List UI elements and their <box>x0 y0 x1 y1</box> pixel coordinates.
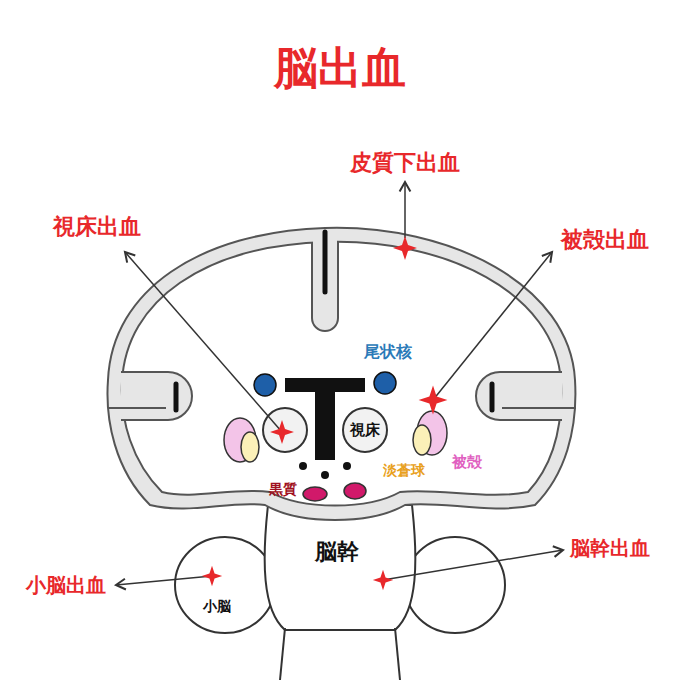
caudate-nucleus <box>374 372 396 394</box>
leader-arrow <box>404 182 406 238</box>
leader-arrow <box>125 252 282 432</box>
title: 脳出血 <box>274 44 406 92</box>
hemorrhage-label: 脳幹出血 <box>570 537 650 559</box>
substantia-nigra <box>303 487 327 501</box>
sylvian-fissure <box>174 384 179 410</box>
dot <box>299 462 307 470</box>
cerebrum-outer <box>107 228 575 520</box>
hemorrhage-mark <box>419 386 448 415</box>
sylvian-line <box>502 407 576 409</box>
medulla-edge <box>395 628 400 680</box>
cerebellum-left <box>175 537 275 633</box>
structure-label: 脳幹 <box>315 540 359 564</box>
hemorrhage-mark <box>393 236 417 260</box>
caudate-nucleus <box>254 374 276 396</box>
fissure <box>323 232 328 292</box>
sylvian-fold <box>121 372 192 420</box>
hemorrhage-label: 皮質下出血 <box>350 151 460 175</box>
substantia-nigra <box>344 483 366 499</box>
hemorrhage-label: 被殻出血 <box>561 228 649 252</box>
hemorrhage-mark <box>373 570 393 590</box>
brainstem <box>265 505 416 630</box>
sylvian-line <box>108 407 166 409</box>
cerebellum-right <box>405 537 505 633</box>
globus-pallidus <box>241 432 259 462</box>
structure-label: 視床 <box>350 422 380 439</box>
dot <box>343 462 351 470</box>
structure-label: 被殻 <box>452 454 482 471</box>
sylvian-fold <box>476 372 562 420</box>
hemorrhage-mark <box>270 420 294 444</box>
medulla-edge <box>280 628 285 680</box>
hemorrhage-label: 小脳出血 <box>26 574 106 596</box>
sylvian-fissure <box>490 384 495 410</box>
cerebrum-inner <box>122 242 561 506</box>
hemorrhage-mark <box>202 566 222 586</box>
structure-label: 淡蒼球 <box>383 463 425 478</box>
globus-pallidus <box>413 425 431 455</box>
leader-arrow <box>116 576 212 585</box>
thalamus <box>263 408 307 452</box>
hemorrhage-label: 視床出血 <box>53 215 141 239</box>
thalamus <box>343 408 387 452</box>
structure-label: 小脳 <box>203 599 231 614</box>
structure-label: 黒質 <box>269 482 297 497</box>
structure-label: 尾状核 <box>364 343 412 361</box>
dot <box>321 471 329 479</box>
leader-arrow <box>383 550 563 580</box>
leader-arrow <box>433 252 552 400</box>
